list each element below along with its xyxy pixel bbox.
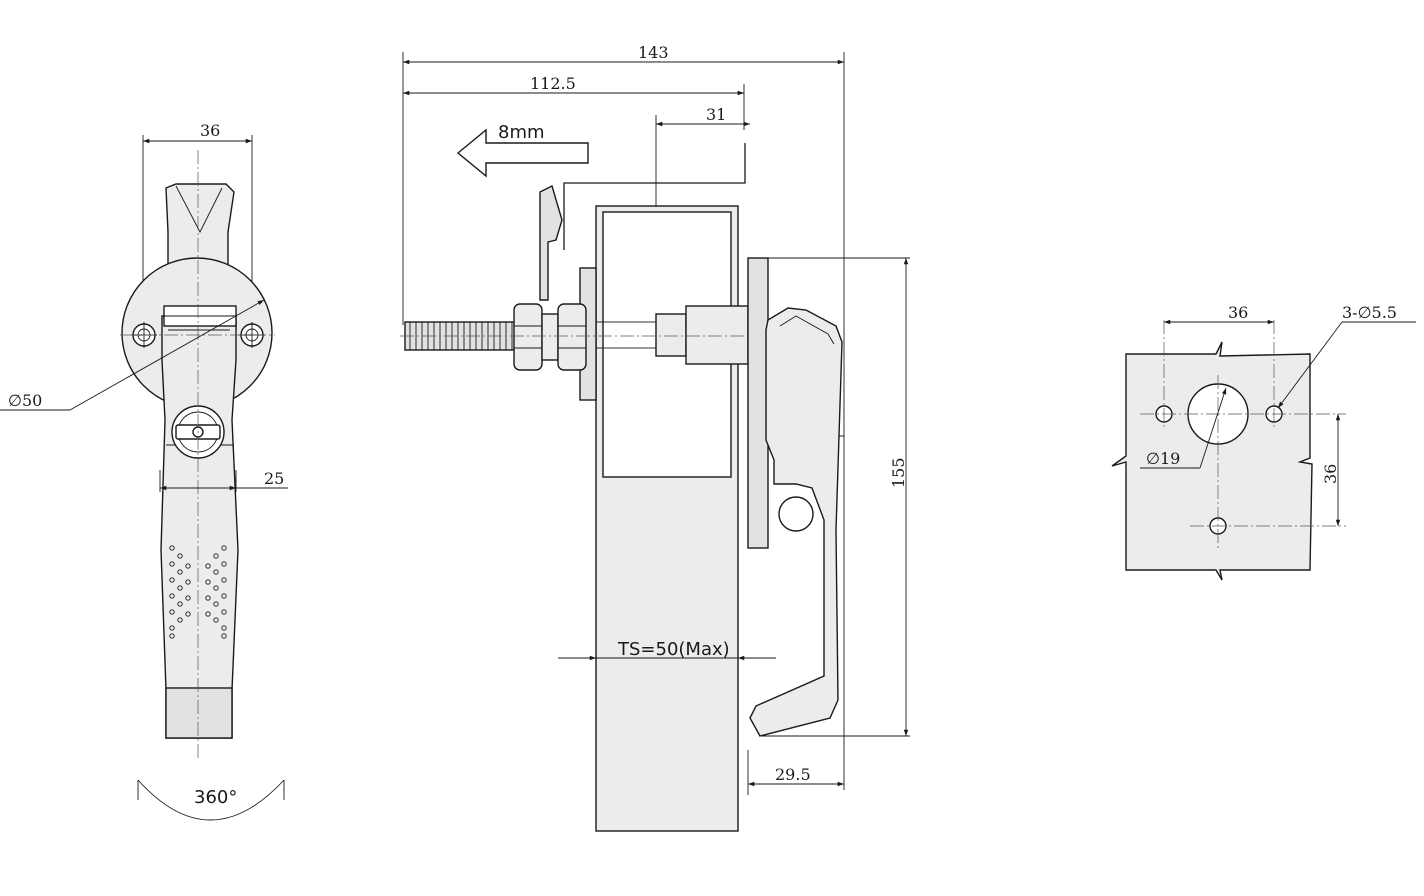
dim-offset-label: 31 bbox=[706, 105, 726, 124]
dim-stud-label: 112.5 bbox=[530, 74, 576, 93]
dim-center-hole-label: ∅19 bbox=[1146, 449, 1180, 468]
dim-vertical-label: 36 bbox=[1321, 464, 1340, 484]
side-view: 143 112.5 31 8mm bbox=[400, 43, 910, 832]
dim-hole-dia-label: 3-∅5.5 bbox=[1342, 303, 1397, 322]
body-housing bbox=[685, 305, 749, 365]
thickness-label: TS=50(Max) bbox=[617, 639, 730, 660]
side-lock-button bbox=[778, 496, 814, 532]
mount-base bbox=[747, 257, 769, 549]
nut-spacer bbox=[541, 313, 559, 361]
handle-body bbox=[160, 315, 239, 739]
travel-arrow bbox=[456, 128, 589, 178]
dim-line-center-hole bbox=[1199, 387, 1227, 469]
dim-height-label: 155 bbox=[889, 457, 908, 488]
shaft-collar bbox=[655, 313, 687, 357]
cutout-view: 36 3-∅5.5 ∅19 36 bbox=[1111, 303, 1416, 581]
rotation-arc bbox=[137, 779, 285, 821]
dim-grip-label: 25 bbox=[264, 469, 284, 488]
dim-hole-spacing-label: 36 bbox=[1228, 303, 1248, 322]
rotation-label: 360° bbox=[194, 787, 237, 808]
cutout-panel bbox=[1111, 341, 1313, 581]
nut-inner bbox=[557, 303, 587, 371]
travel-label: 8mm bbox=[498, 122, 545, 143]
dim-line-hole-dia bbox=[1277, 321, 1343, 409]
dim-line-diameter bbox=[69, 299, 265, 411]
handle-top bbox=[165, 183, 235, 271]
cam-hook bbox=[539, 184, 563, 301]
front-view: 36 bbox=[0, 121, 288, 821]
dim-diameter-label: ∅50 bbox=[8, 391, 42, 410]
dim-overall-label: 143 bbox=[638, 43, 669, 62]
cam-bracket bbox=[563, 143, 746, 250]
side-handle bbox=[749, 307, 843, 737]
dim-projection-label: 29.5 bbox=[775, 765, 811, 784]
grip-texture bbox=[169, 545, 227, 639]
handle-end bbox=[165, 687, 233, 739]
nut-outer bbox=[513, 303, 543, 371]
dim-width-label: 36 bbox=[200, 121, 220, 140]
